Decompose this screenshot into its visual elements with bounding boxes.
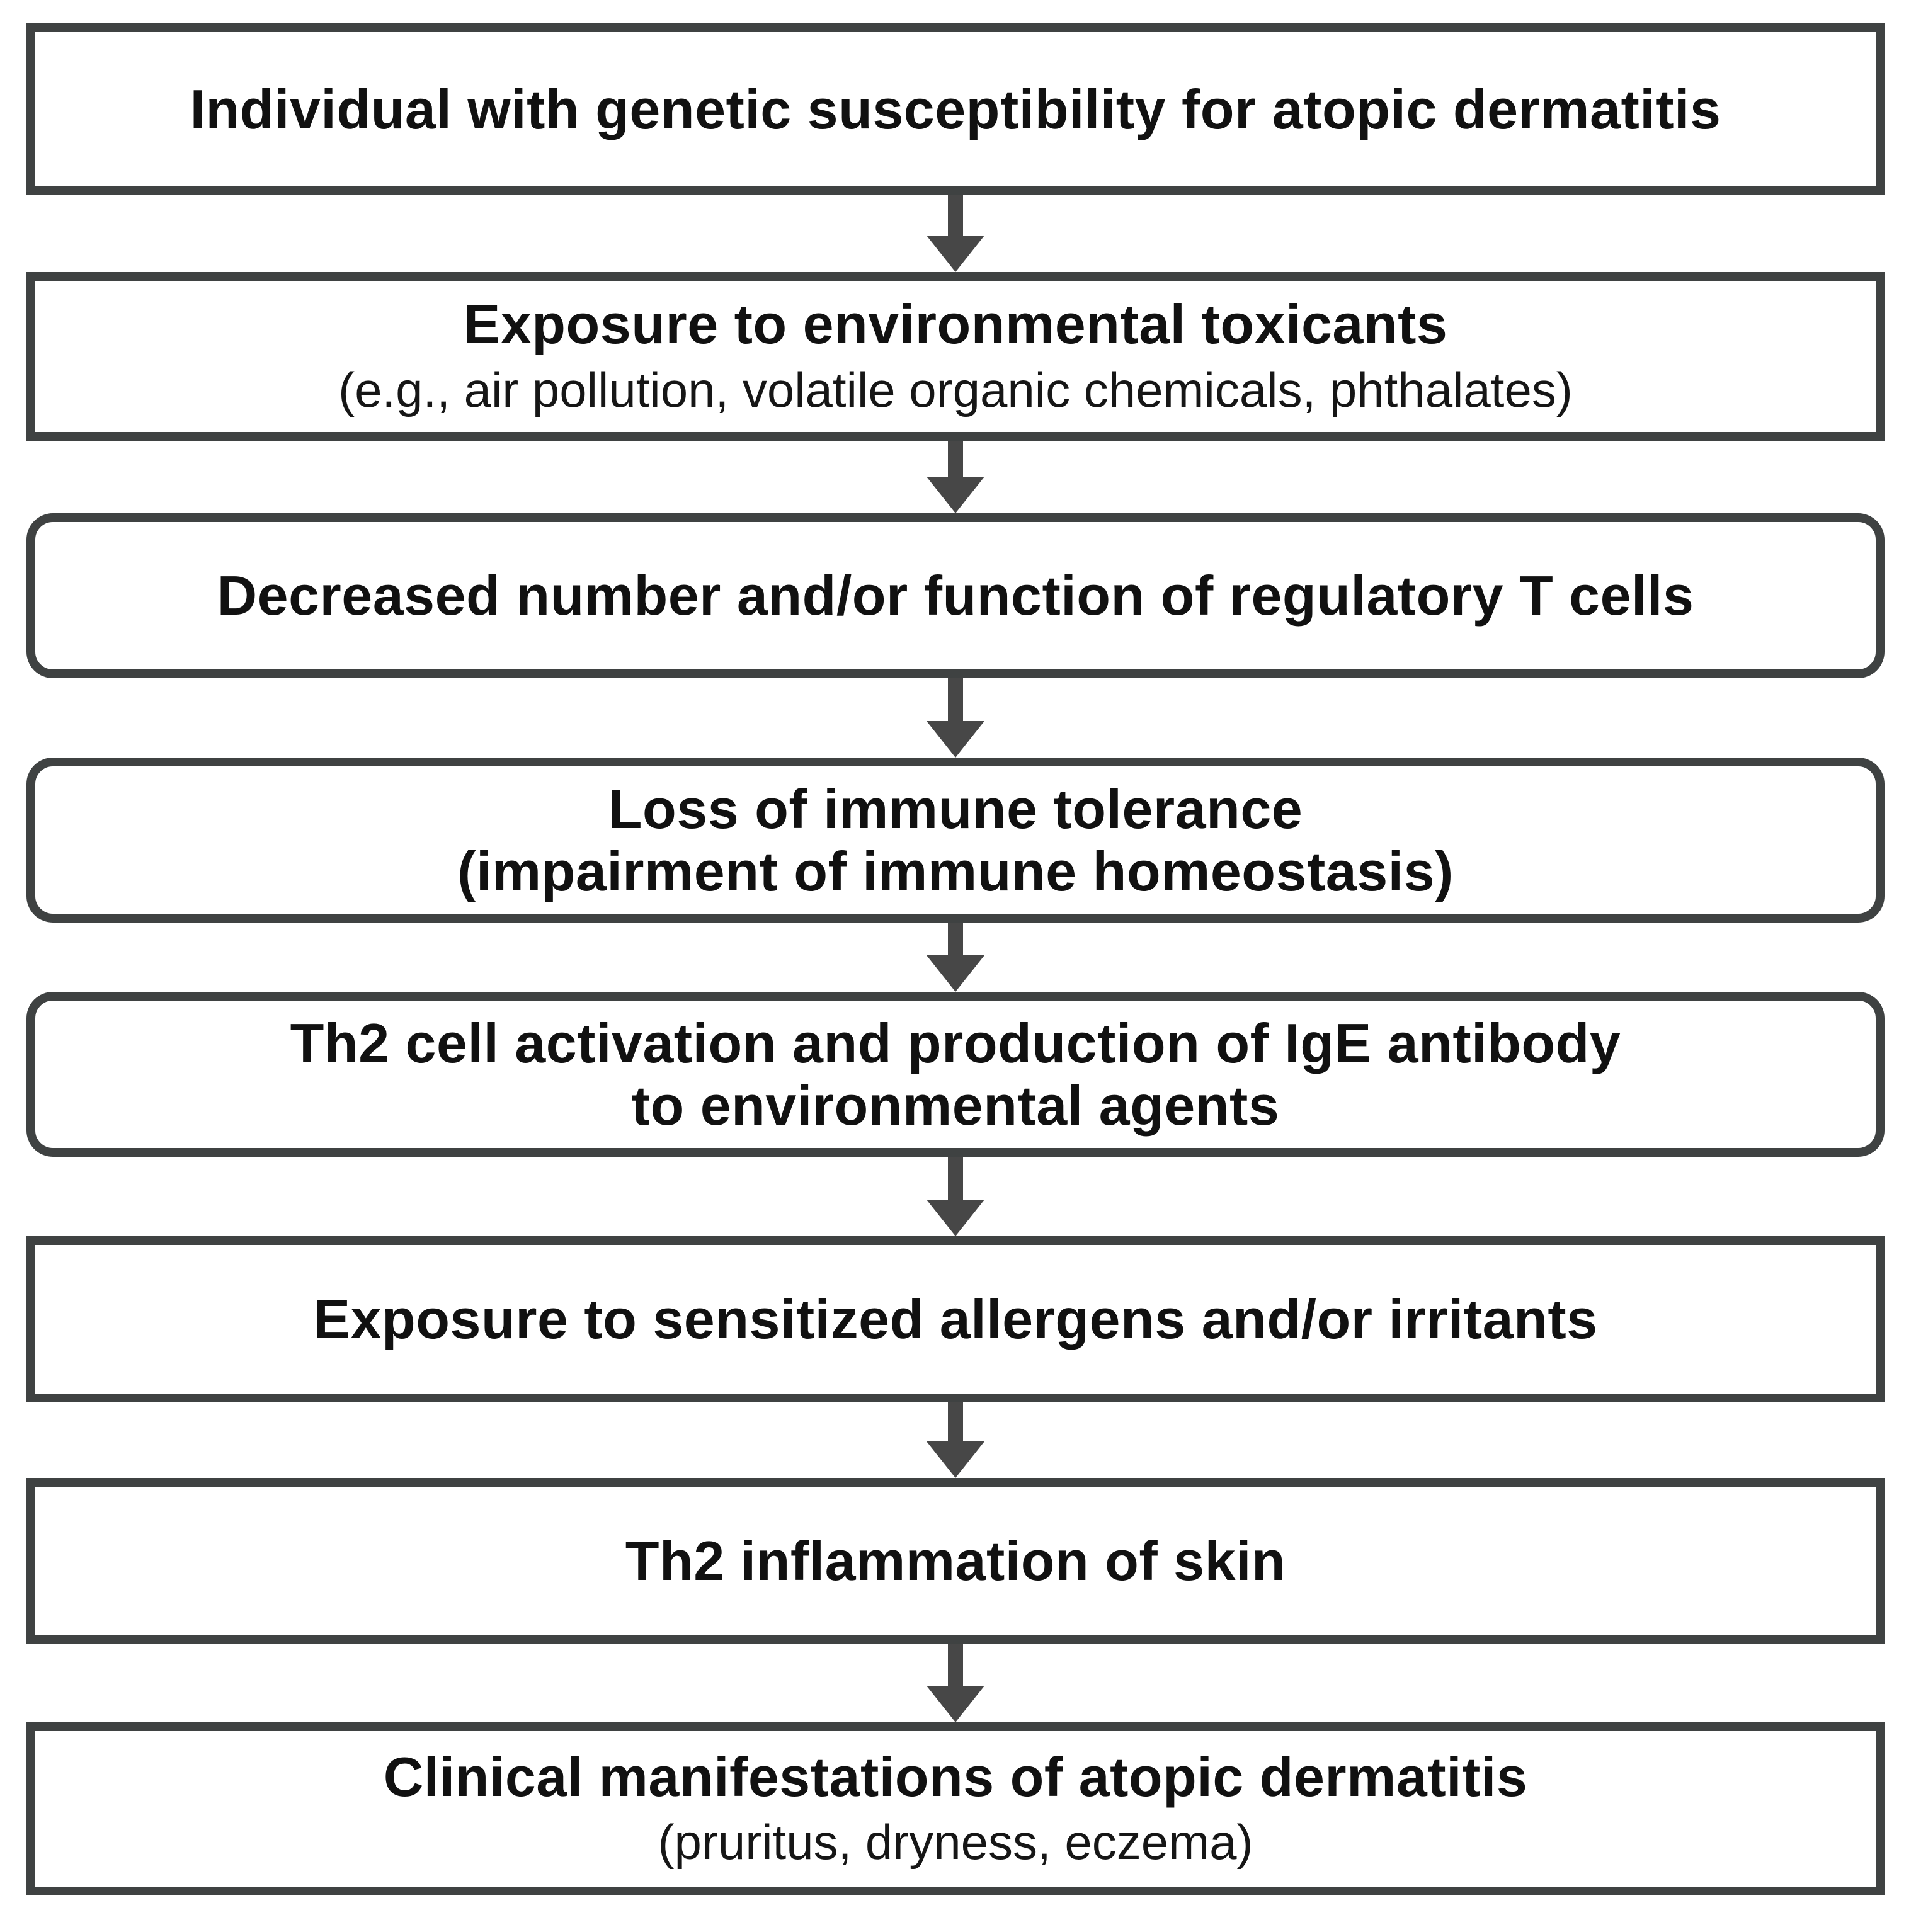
down-arrow-icon	[918, 1157, 993, 1236]
down-arrow-icon	[918, 1402, 993, 1478]
step-title: Th2 cell activation and production of Ig…	[290, 1011, 1621, 1074]
down-arrow-icon	[918, 923, 993, 992]
flow-step-th2-skin-inflammation: Th2 inflammation of skin	[26, 1478, 1885, 1644]
arrow-head	[927, 1686, 984, 1722]
step-subtitle: (pruritus, dryness, eczema)	[658, 1814, 1253, 1870]
arrow-head	[927, 236, 984, 272]
arrow-stem	[948, 195, 963, 236]
arrow-head	[927, 1200, 984, 1236]
step-title: Decreased number and/or function of regu…	[217, 564, 1694, 627]
arrow-stem	[948, 441, 963, 477]
flow-step-clinical-manifestations: Clinical manifestations of atopic dermat…	[26, 1722, 1885, 1895]
flow-step-loss-immune-tolerance: Loss of immune tolerance (impairment of …	[26, 758, 1885, 923]
step-title: Individual with genetic susceptibility f…	[190, 77, 1721, 140]
step-title: Exposure to environmental toxicants	[463, 293, 1448, 356]
arrow-stem	[948, 1644, 963, 1686]
flow-step-th2-activation-ige: Th2 cell activation and production of Ig…	[26, 992, 1885, 1157]
down-arrow-icon	[918, 195, 993, 272]
step-subtitle: (e.g., air pollution, volatile organic c…	[338, 361, 1573, 418]
flow-step-allergen-exposure: Exposure to sensitized allergens and/or …	[26, 1236, 1885, 1402]
arrow-stem	[948, 678, 963, 721]
step-title: Clinical manifestations of atopic dermat…	[383, 1745, 1528, 1808]
step-title-line2: (impairment of immune homeostasis)	[457, 840, 1454, 902]
arrow-head	[927, 1441, 984, 1478]
arrow-head	[927, 955, 984, 992]
arrow-stem	[948, 923, 963, 955]
down-arrow-icon	[918, 1644, 993, 1722]
flow-step-environmental-toxicants: Exposure to environmental toxicants (e.g…	[26, 272, 1885, 441]
arrow-head	[927, 721, 984, 758]
step-title: Th2 inflammation of skin	[625, 1529, 1286, 1592]
down-arrow-icon	[918, 678, 993, 758]
flow-step-decreased-treg: Decreased number and/or function of regu…	[26, 513, 1885, 678]
arrow-head	[927, 477, 984, 513]
arrow-stem	[948, 1157, 963, 1200]
arrow-stem	[948, 1402, 963, 1441]
down-arrow-icon	[918, 441, 993, 513]
step-title: Loss of immune tolerance	[608, 777, 1303, 840]
step-title: Exposure to sensitized allergens and/or …	[313, 1288, 1598, 1351]
step-title-line2: to environmental agents	[631, 1074, 1280, 1137]
flow-step-genetic-susceptibility: Individual with genetic susceptibility f…	[26, 23, 1885, 195]
